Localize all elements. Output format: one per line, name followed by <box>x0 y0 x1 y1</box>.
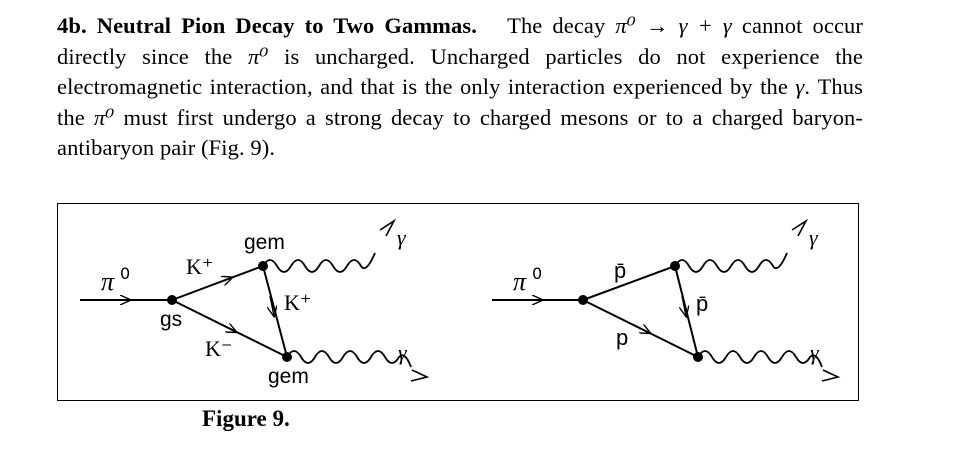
text-segment: . Thus the <box>57 74 863 130</box>
strong-vertex <box>578 295 588 305</box>
gamma-bottom-wavy <box>286 350 412 368</box>
text-segment: is uncharged. Uncharged particles do not… <box>57 43 863 100</box>
gamma-bottom-label: γ <box>398 340 408 365</box>
decay-expression: π⁰ → γ + γ <box>615 13 732 38</box>
left-diagram <box>80 218 430 382</box>
gamma-top-wavy <box>674 252 788 273</box>
gs-label: gs <box>160 308 182 331</box>
antiproton-internal-label: p̄ <box>696 291 708 316</box>
antiproton-label: p̄ <box>614 258 626 283</box>
pion-label: π <box>101 267 115 296</box>
em-vertex-bottom <box>282 352 292 362</box>
pion-label-sup: 0 <box>532 264 542 283</box>
strong-vertex <box>167 295 177 305</box>
gamma-top-arrowhead <box>379 218 397 237</box>
right-diagram <box>492 218 841 382</box>
text-segment: must first undergo a strong decay to cha… <box>57 104 863 161</box>
gamma-top-label: γ <box>809 225 819 250</box>
figure-box <box>57 203 859 401</box>
pion-label: π <box>513 267 527 296</box>
pi0-symbol: π⁰ <box>247 43 269 69</box>
antiproton-internal-line <box>674 265 699 358</box>
gamma-bottom-arrowhead <box>410 369 430 382</box>
figure-caption: Figure 9. <box>202 406 290 431</box>
k-minus-arrow <box>215 321 236 332</box>
body-paragraph: 4b. Neutral Pion Decay to Two Gammas. Th… <box>57 11 863 164</box>
k-plus-label: K⁺ <box>186 254 214 279</box>
pion-label-sup: 0 <box>120 264 130 283</box>
gamma-bottom-arrowhead <box>821 369 841 382</box>
text-segment: The decay <box>507 13 616 38</box>
k-plus-internal-label: K⁺ <box>284 290 312 315</box>
antiproton-line <box>582 265 676 301</box>
gamma-symbol: γ <box>795 74 805 99</box>
gamma-bottom-label: γ <box>810 340 820 365</box>
antiproton-internal-arrow <box>682 295 686 316</box>
em-vertex-top <box>258 261 268 271</box>
proton-label: p <box>616 325 628 350</box>
gamma-top-wavy <box>262 252 376 273</box>
em-vertex-top <box>670 261 680 271</box>
section-heading: 4b. Neutral Pion Decay to Two Gammas. <box>57 13 477 38</box>
text-segment: cannot occur directly since the <box>57 13 863 69</box>
gamma-bottom-wavy <box>697 350 823 368</box>
k-minus-label: K⁻ <box>205 336 233 361</box>
gamma-top-arrowhead <box>791 218 809 237</box>
em-vertex-bottom <box>693 352 703 362</box>
gem-bottom-label: gem <box>268 365 309 388</box>
gamma-top-label: γ <box>397 225 407 250</box>
pi0-symbol: π⁰ <box>93 104 115 130</box>
k-plus-arrow <box>211 278 232 286</box>
k-plus-internal-arrow <box>270 295 274 316</box>
proton-arrow <box>629 322 650 333</box>
gem-top-label: gem <box>244 231 285 254</box>
